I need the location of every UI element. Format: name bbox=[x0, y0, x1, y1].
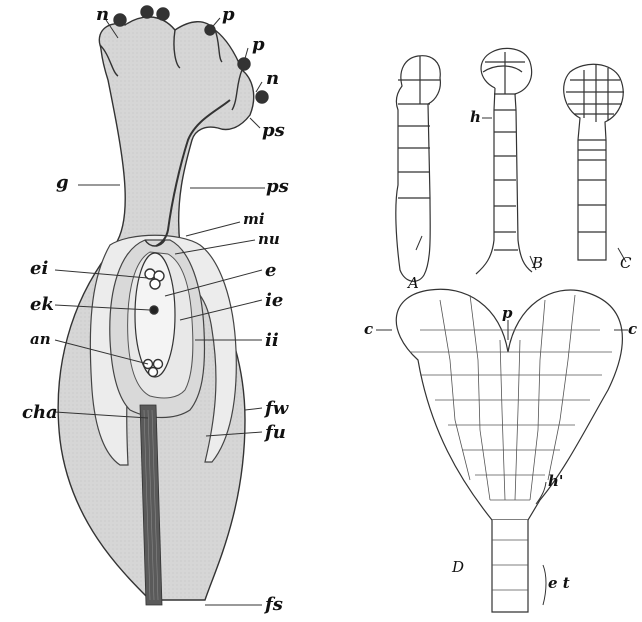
label-fw: fw bbox=[265, 400, 288, 418]
label-ek: ek bbox=[30, 296, 54, 314]
pollen-grain bbox=[114, 14, 126, 26]
label-p-top: p bbox=[222, 6, 235, 24]
embryo-stage-A bbox=[396, 56, 441, 282]
label-fu: fu bbox=[265, 424, 286, 442]
label-p-mid: p bbox=[252, 36, 265, 54]
pollen-grain bbox=[238, 58, 250, 70]
label-ps-right: ps bbox=[262, 122, 285, 140]
label-et: e t bbox=[548, 576, 570, 591]
label-c-left: c bbox=[364, 322, 373, 337]
label-n-top: n bbox=[96, 6, 109, 24]
secondary-nucleus bbox=[150, 306, 158, 314]
label-fs: fs bbox=[265, 596, 283, 614]
label-p-embryo: p bbox=[502, 306, 513, 321]
label-ie: ie bbox=[265, 292, 283, 310]
embryo-stage-C bbox=[564, 64, 624, 260]
label-e: e bbox=[265, 262, 276, 280]
label-cha: cha bbox=[22, 404, 58, 422]
label-ps-mid: ps bbox=[266, 178, 289, 196]
pistil-section bbox=[55, 6, 268, 605]
label-ii: ii bbox=[265, 332, 279, 350]
label-h-prime: h' bbox=[548, 474, 564, 489]
pollen-grain bbox=[157, 8, 169, 20]
label-panel-C: C bbox=[620, 256, 631, 271]
label-panel-D: D bbox=[452, 560, 464, 575]
label-mi: mi bbox=[243, 212, 265, 227]
label-ei: ei bbox=[30, 260, 48, 278]
label-c-right: c bbox=[628, 322, 637, 337]
egg-cell-3 bbox=[150, 279, 160, 289]
label-an: an bbox=[30, 332, 51, 347]
label-h: h bbox=[470, 110, 481, 125]
label-nu: nu bbox=[258, 232, 280, 247]
label-panel-B: B bbox=[532, 256, 543, 271]
embryo-stage-B bbox=[476, 48, 532, 274]
label-g: g bbox=[56, 174, 69, 192]
antipodal-3 bbox=[149, 368, 158, 377]
pollen-grain bbox=[256, 91, 268, 103]
pollen-grain bbox=[141, 6, 153, 18]
label-panel-A: A bbox=[408, 276, 419, 291]
label-n-mid: n bbox=[266, 70, 279, 88]
